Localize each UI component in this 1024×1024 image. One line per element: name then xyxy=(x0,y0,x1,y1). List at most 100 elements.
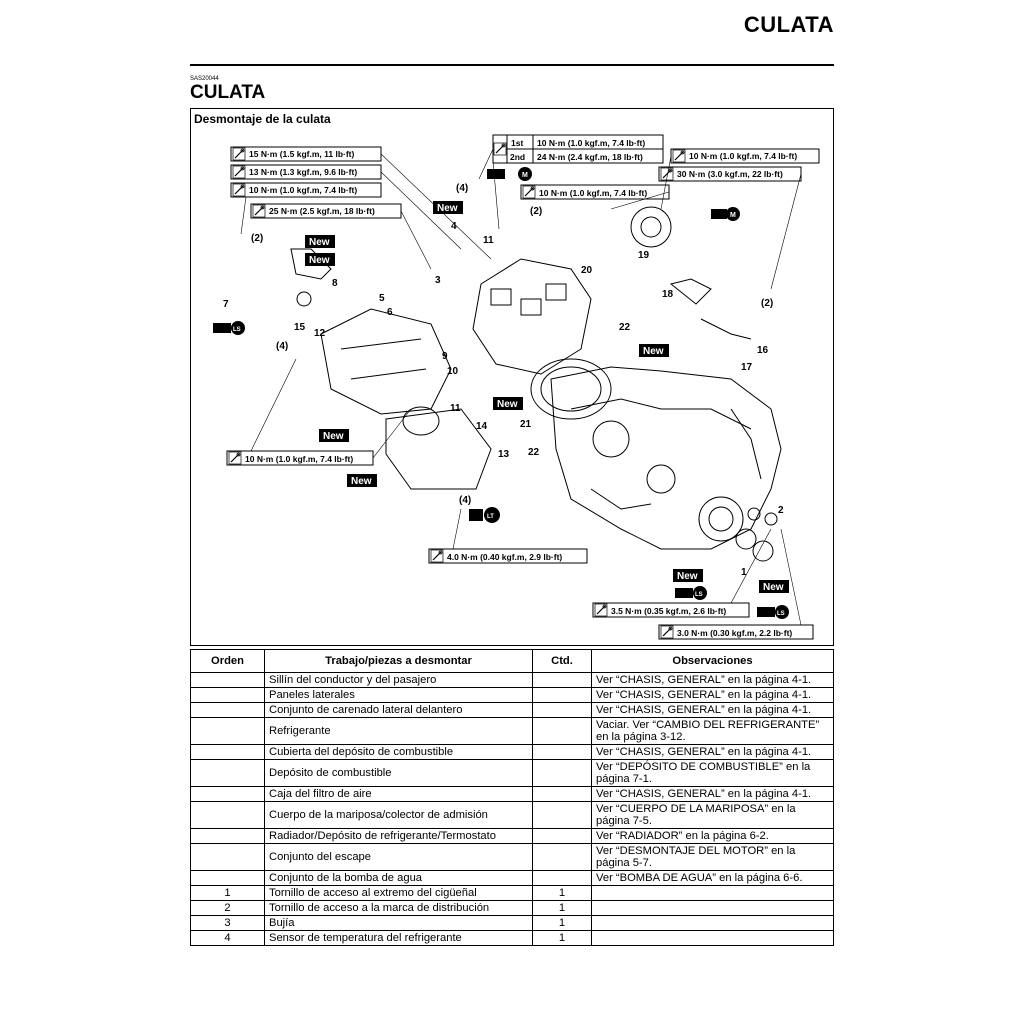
callout-qty-4-c: (4) xyxy=(459,495,471,506)
new-label: New xyxy=(437,203,458,214)
torque-3-5nm-text: 3.5 N·m (0.35 kgf.m, 2.6 lb·ft) xyxy=(611,606,726,616)
cell-trabajo: Depósito de combustible xyxy=(264,759,533,787)
section-code: SAS20044 xyxy=(190,76,219,82)
cell-observaciones: Ver “CHASIS, GENERAL” en la página 4-1. xyxy=(591,744,834,760)
torque-2nd-text: 24 N·m (2.4 kgf.m, 18 lb·ft) xyxy=(537,152,643,162)
cell-observaciones xyxy=(591,915,834,931)
cell-observaciones: Ver “DEPÓSITO DE COMBUSTIBLE” en la pági… xyxy=(591,759,834,787)
callout-qty-2-c: (2) xyxy=(761,298,773,309)
callout-11-a: 11 xyxy=(483,235,494,246)
cell-observaciones xyxy=(591,930,834,946)
cell-orden xyxy=(190,702,265,718)
new-label: New xyxy=(323,431,344,442)
cell-orden xyxy=(190,759,265,787)
cell-observaciones: Vaciar. Ver “CAMBIO DEL REFRIGERANTE” en… xyxy=(591,717,834,745)
torque-box-10nm-a: 10 N·m (1.0 kgf.m, 7.4 lb·ft) xyxy=(230,182,382,198)
table-row: Cuerpo de la mariposa/colector de admisi… xyxy=(190,801,834,829)
new-badge-7: New xyxy=(347,474,377,487)
m-symbol-2: M xyxy=(711,207,740,221)
cell-ctd xyxy=(532,672,592,688)
cell-observaciones: Ver “RADIADOR” en la página 6-2. xyxy=(591,828,834,844)
page-header-title: CULATA xyxy=(743,12,834,37)
callout-5: 5 xyxy=(379,293,385,304)
callout-2: 2 xyxy=(778,505,784,516)
table-row: Conjunto de carenado lateral delantero Ve… xyxy=(190,702,834,718)
lt-label: LT xyxy=(487,514,494,520)
cell-orden xyxy=(190,672,265,688)
callout-4: 4 xyxy=(451,221,457,232)
cell-orden xyxy=(190,687,265,703)
ls-symbol-3: LS xyxy=(757,605,789,619)
cell-orden xyxy=(190,843,265,871)
table-row: Cubierta del depósito de combustible Ver … xyxy=(190,744,834,760)
new-label: New xyxy=(643,346,664,357)
crankcase-drawing xyxy=(550,366,782,550)
cell-observaciones xyxy=(591,900,834,916)
torque-box-10nm-c: 10 N·m (1.0 kgf.m, 7.4 lb·ft) xyxy=(520,184,670,200)
table-row: Radiador/Depósito de refrigerante/Termos… xyxy=(190,828,834,844)
callout-22-b: 22 xyxy=(528,447,540,458)
cell-observaciones: Ver “CHASIS, GENERAL” en la página 4-1. xyxy=(591,687,834,703)
cell-orden: 3 xyxy=(190,915,265,931)
new-badge-1: New xyxy=(305,235,335,248)
m-symbol-1: M xyxy=(487,167,532,181)
torque-10nm-c-text: 10 N·m (1.0 kgf.m, 7.4 lb·ft) xyxy=(539,188,647,198)
new-badge-8: New xyxy=(673,569,703,582)
cell-trabajo: Refrigerante xyxy=(264,717,533,745)
torque-box-30nm: 30 N·m (3.0 kgf.m, 22 lb·ft) xyxy=(658,166,802,182)
cell-ctd xyxy=(532,843,592,871)
new-label: New xyxy=(497,399,518,410)
col-header-observaciones: Observaciones xyxy=(591,649,834,673)
exploded-view-diagram: 15 N·m (1.5 kgf.m, 11 lb·ft) 13 N·m (1.3… xyxy=(213,134,820,640)
torque-13nm-text: 13 N·m (1.3 kgf.m, 9.6 lb·ft) xyxy=(249,167,357,177)
torque-30nm-text: 30 N·m (3.0 kgf.m, 22 lb·ft) xyxy=(677,169,783,179)
callout-14: 14 xyxy=(476,421,488,432)
cell-orden xyxy=(190,717,265,745)
parts-table: Orden Trabajo/piezas a desmontar Ctd. Ob… xyxy=(190,649,834,946)
cell-trabajo: Conjunto de carenado lateral delantero xyxy=(264,702,533,718)
cell-trabajo: Caja del filtro de aire xyxy=(264,786,533,802)
col-header-orden: Orden xyxy=(190,649,265,673)
callout-1: 1 xyxy=(741,567,747,578)
new-label: New xyxy=(351,476,372,487)
cell-ctd: 1 xyxy=(532,930,592,946)
cell-observaciones: Ver “BOMBA DE AGUA” en la página 6-6. xyxy=(591,870,834,886)
cell-trabajo: Conjunto del escape xyxy=(264,843,533,871)
cell-ctd: 1 xyxy=(532,915,592,931)
cell-observaciones: Ver “CHASIS, GENERAL” en la página 4-1. xyxy=(591,786,834,802)
torque-3nm-text: 3.0 N·m (0.30 kgf.m, 2.2 lb·ft) xyxy=(677,628,792,638)
torque-box-15nm: 15 N·m (1.5 kgf.m, 11 lb·ft) xyxy=(230,146,382,162)
torque-box-10nm-d: 10 N·m (1.0 kgf.m, 7.4 lb·ft) xyxy=(226,450,374,466)
torque-box-10nm-b: 10 N·m (1.0 kgf.m, 7.4 lb·ft) xyxy=(670,148,820,164)
cell-observaciones: Ver “DESMONTAJE DEL MOTOR” en la página … xyxy=(591,843,834,871)
torque-box-25nm: 25 N·m (2.5 kgf.m, 18 lb·ft) xyxy=(250,203,402,219)
callout-21: 21 xyxy=(520,419,532,430)
cell-trabajo: Radiador/Depósito de refrigerante/Termos… xyxy=(264,828,533,844)
torque-1st-text: 10 N·m (1.0 kgf.m, 7.4 lb·ft) xyxy=(537,138,645,148)
new-badge-2: New xyxy=(305,253,335,266)
cell-observaciones: Ver “CHASIS, GENERAL” en la página 4-1. xyxy=(591,672,834,688)
new-label: New xyxy=(677,571,698,582)
col-header-trabajo: Trabajo/piezas a desmontar xyxy=(264,649,533,673)
cell-trabajo: Tornillo de acceso al extremo del cigüeñ… xyxy=(264,885,533,901)
cell-observaciones: Ver “CUERPO DE LA MARIPOSA” en la página… xyxy=(591,801,834,829)
new-badge-6: New xyxy=(319,429,349,442)
callout-7: 7 xyxy=(223,299,229,310)
new-badge-4: New xyxy=(639,344,669,357)
callout-18: 18 xyxy=(662,289,674,300)
cell-orden xyxy=(190,870,265,886)
new-label: New xyxy=(309,237,330,248)
cell-observaciones: Ver “CHASIS, GENERAL” en la página 4-1. xyxy=(591,702,834,718)
callout-15: 15 xyxy=(294,322,306,333)
torque-box-3-5nm: 3.5 N·m (0.35 kgf.m, 2.6 lb·ft) xyxy=(592,602,750,618)
table-row: Refrigerante Vaciar. Ver “CAMBIO DEL REFR… xyxy=(190,717,834,745)
diagram-frame: Desmontaje de la culata 15 N·m (1.5 kgf.… xyxy=(190,108,834,646)
table-row: Caja del filtro de aire Ver “CHASIS, GENE… xyxy=(190,786,834,802)
cell-orden: 1 xyxy=(190,885,265,901)
cell-ctd: 1 xyxy=(532,900,592,916)
cell-trabajo: Cubierta del depósito de combustible xyxy=(264,744,533,760)
